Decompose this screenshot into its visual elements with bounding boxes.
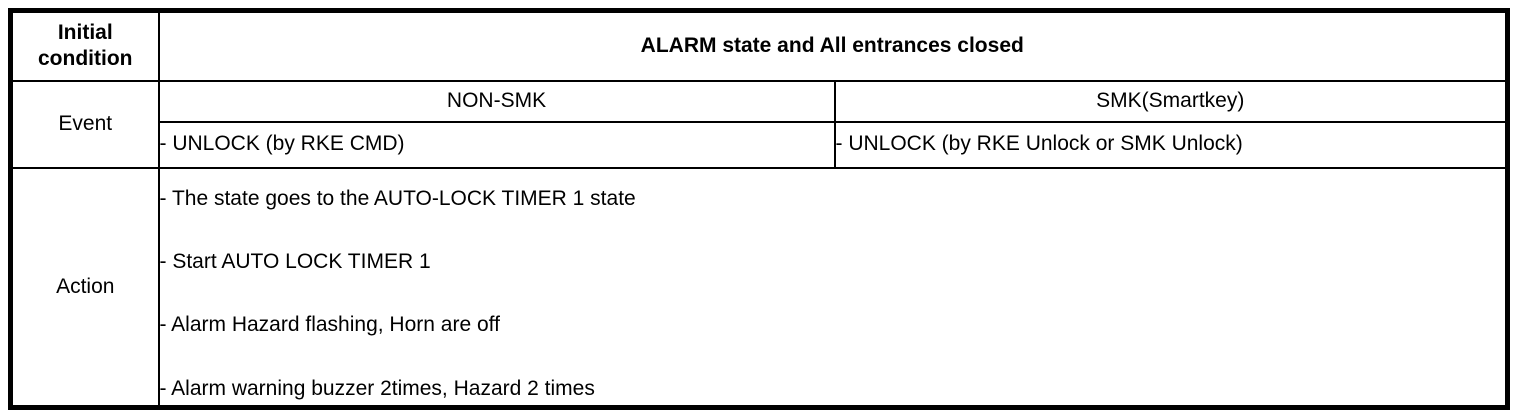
table-row: Event NON-SMK SMK(Smartkey) bbox=[9, 79, 1509, 169]
column-header-smk: SMK(Smartkey) bbox=[833, 79, 1509, 123]
event-value-non-smk: - UNLOCK (by RKE CMD) bbox=[157, 120, 836, 169]
initial-condition-label: Initial condition bbox=[9, 9, 160, 82]
action-item: - Alarm Hazard flashing, Horn are off bbox=[159, 313, 500, 337]
action-item: - Start AUTO LOCK TIMER 1 bbox=[159, 250, 431, 273]
action-list: - The state goes to the AUTO-LOCK TIMER … bbox=[157, 166, 1509, 409]
action-row-label: Action bbox=[9, 166, 160, 409]
initial-condition-value: ALARM state and All entrances closed bbox=[157, 9, 1509, 82]
alarm-state-table: Initial condition ALARM state and All en… bbox=[8, 8, 1510, 410]
table-row: Initial condition ALARM state and All en… bbox=[9, 9, 1509, 82]
table-row: Action - The state goes to the AUTO-LOCK… bbox=[9, 166, 1509, 409]
column-header-non-smk: NON-SMK bbox=[157, 79, 836, 123]
action-item: - Alarm warning buzzer 2times, Hazard 2 … bbox=[159, 376, 595, 400]
event-row-label: Event bbox=[9, 79, 160, 169]
event-value-smk: - UNLOCK (by RKE Unlock or SMK Unlock) bbox=[833, 120, 1509, 169]
action-item: - The state goes to the AUTO-LOCK TIMER … bbox=[159, 186, 636, 210]
table-row: - UNLOCK (by RKE CMD) - UNLOCK (by RKE U… bbox=[11, 120, 1509, 169]
